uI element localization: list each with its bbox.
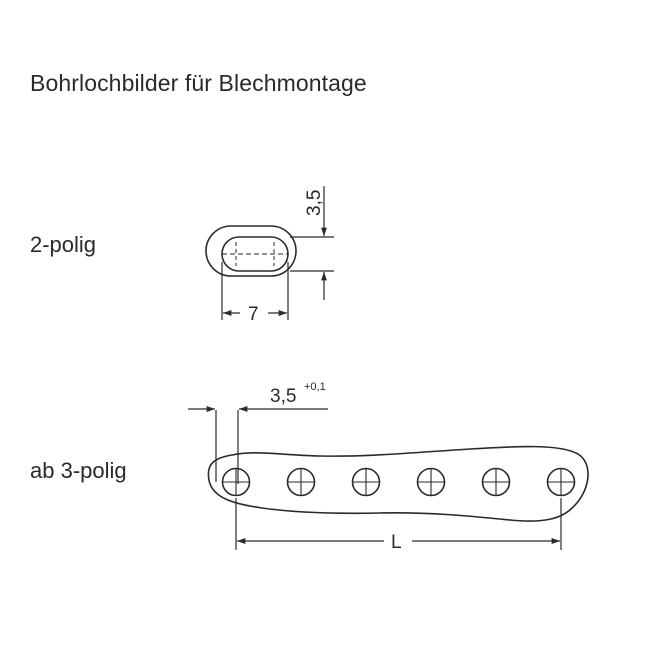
two-pole-slot-drawing [205,186,334,320]
page-title: Bohrlochbilder für Blechmontage [30,70,367,96]
two-pole-outer-cutout [205,225,297,277]
length-label: L [391,532,402,553]
hole-row [221,467,576,497]
label-2-pole: 2-polig [30,232,97,257]
multi-pole-outer-cutout [207,445,589,522]
slot-width-label: 7 [248,304,259,325]
slot-height-label: 3,5 [304,190,325,216]
hole [351,467,381,497]
hole [546,467,576,497]
label-3-pole: ab 3-polig [30,458,127,483]
hole [221,467,251,497]
multi-pole-drawing [188,406,589,550]
hole-pitch-label: 3,5 [270,386,296,407]
hole-pitch-tolerance-label: +0,1 [304,381,326,393]
hole [416,467,446,497]
hole [481,467,511,497]
hole [286,467,316,497]
